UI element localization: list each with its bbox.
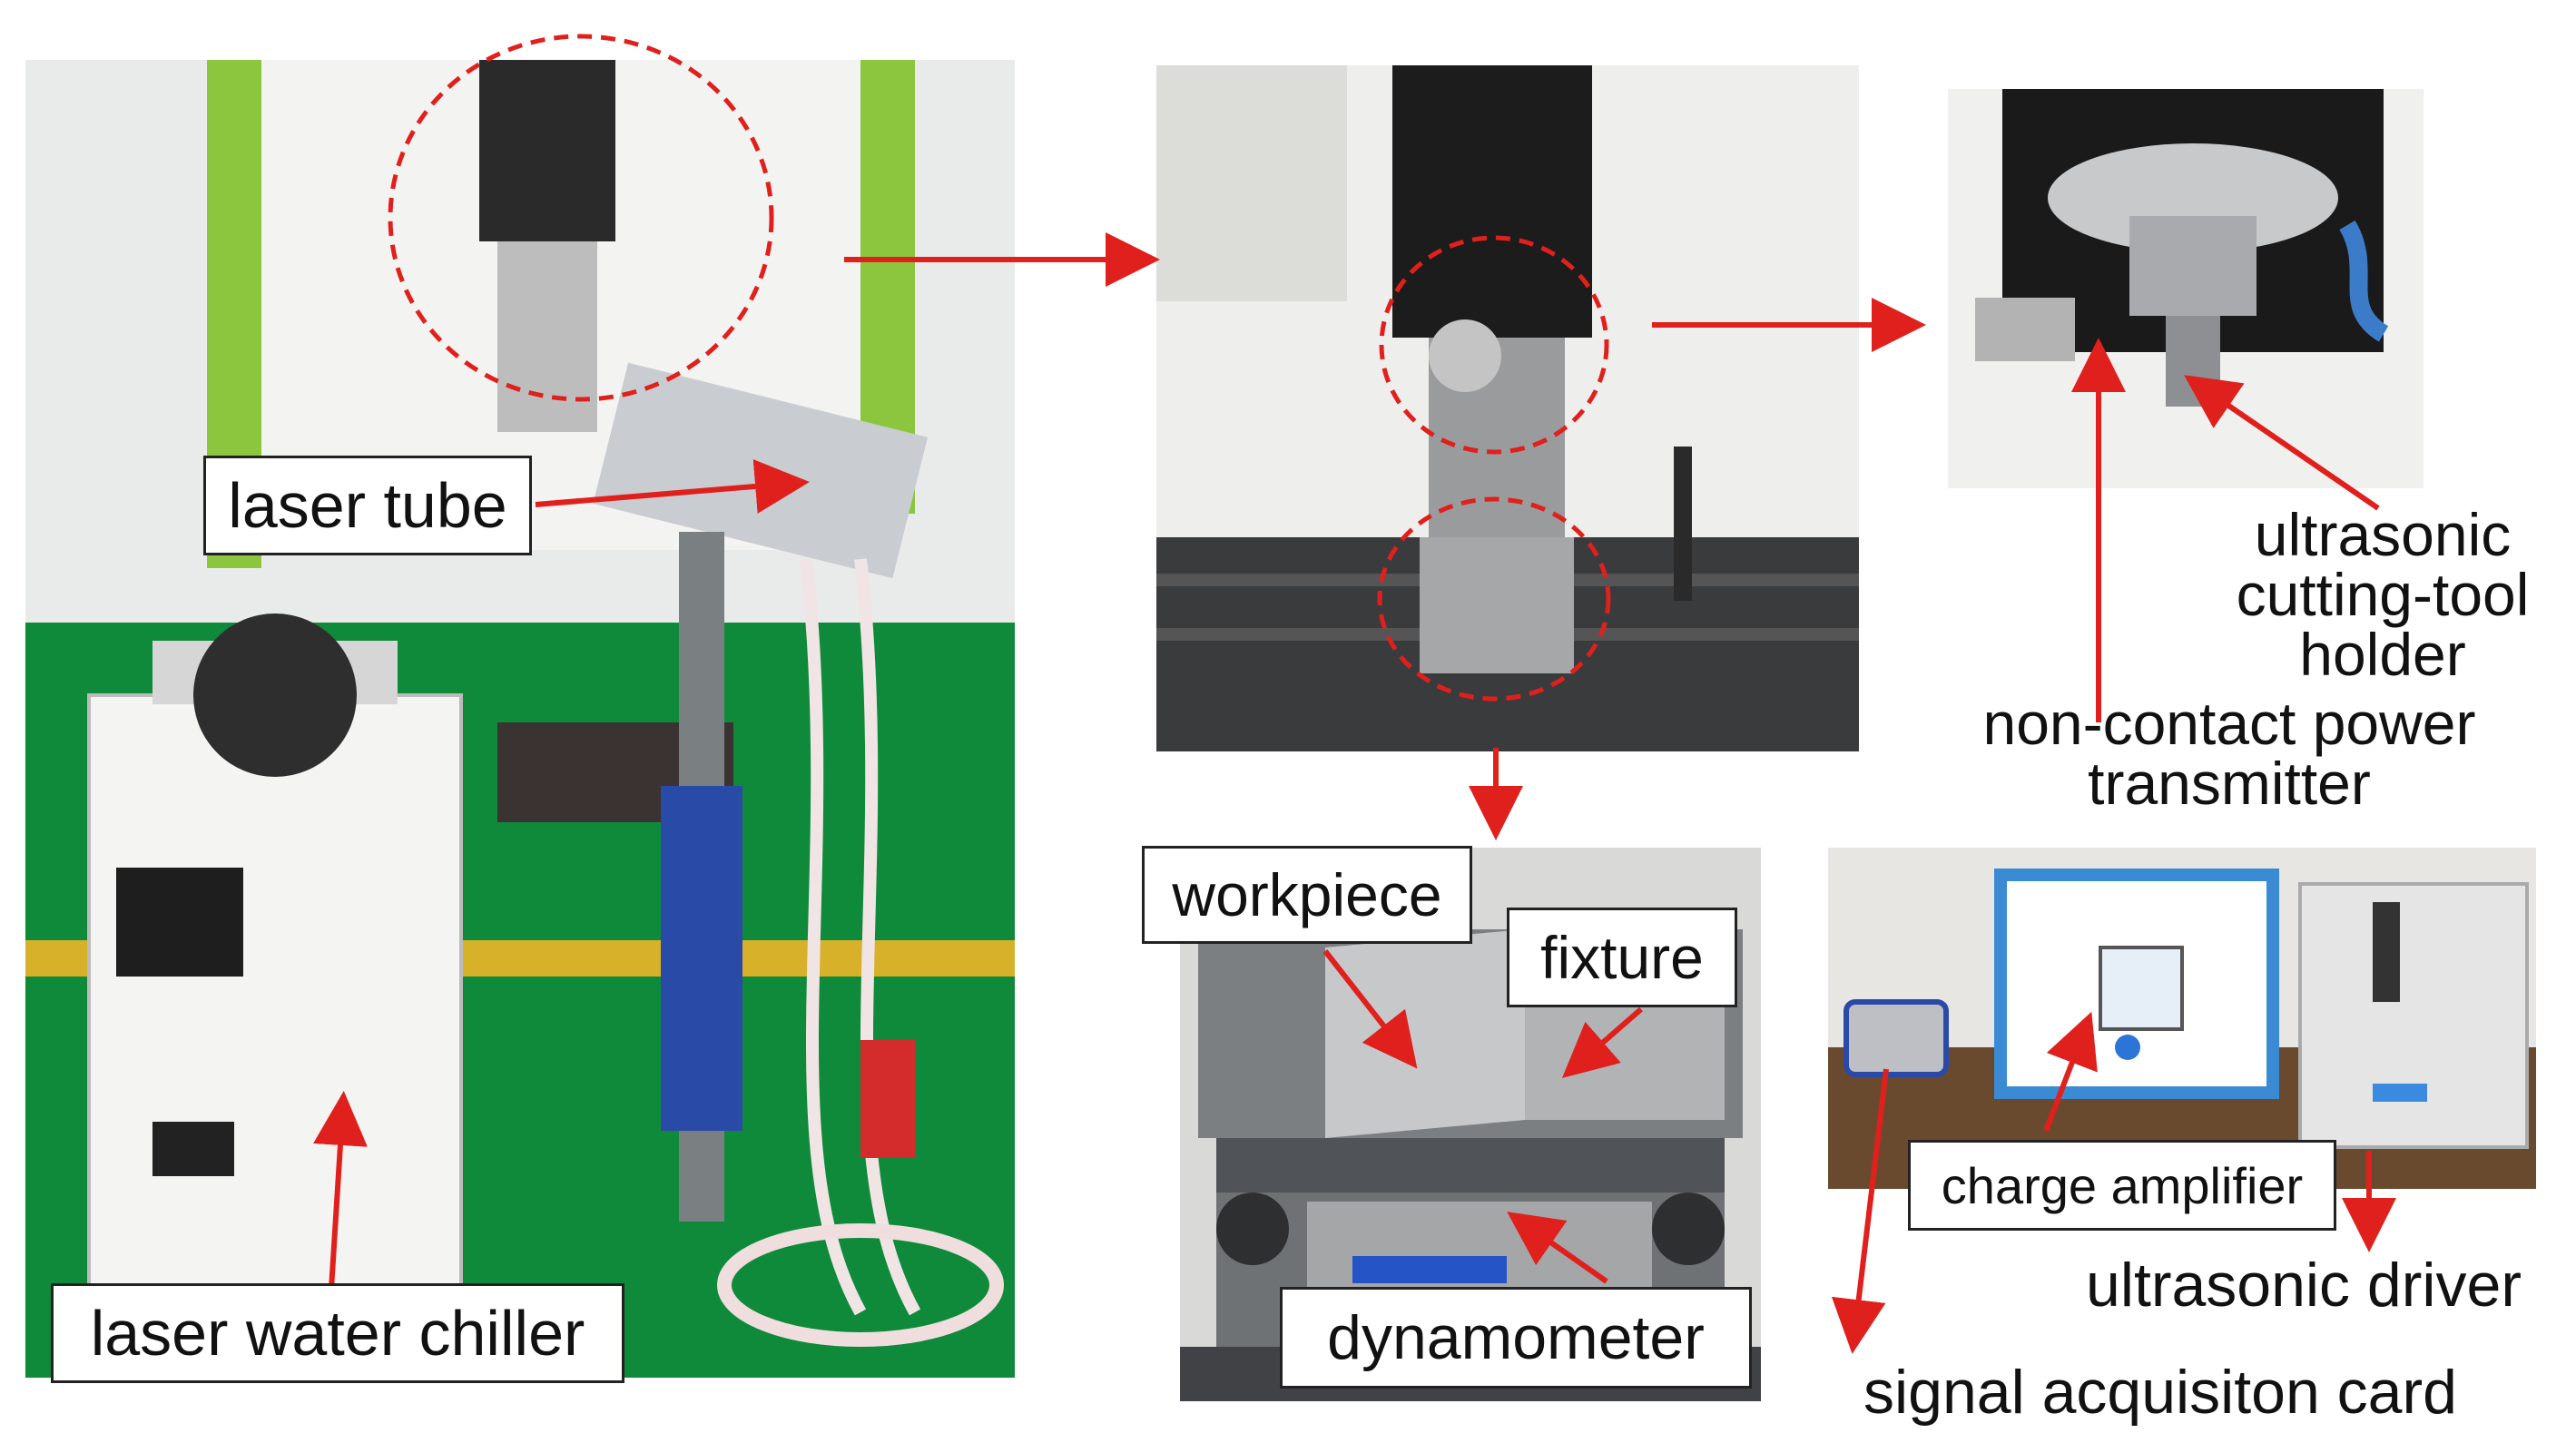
photo-amplifier-driver [1828,848,2536,1189]
label-charge-amplifier: charge amplifier [1908,1140,2336,1231]
label-laser-water-chiller: laser water chiller [51,1283,624,1383]
photo-machine-tool [1156,65,1859,751]
label-power-transmitter-line-2: transmitter [2088,750,2371,817]
label-power-transmitter-line-1: non-contact power [1982,690,2476,757]
label-power-transmitter: non-contact power transmitter [1921,693,2538,813]
label-dynamometer: dynamometer [1280,1287,1752,1389]
label-ultrasonic-driver: ultrasonic driver [2086,1251,2522,1320]
label-ultrasonic-tool-holder: ultrasonic cutting-tool holder [2197,505,2569,684]
label-fixture: fixture [1507,908,1737,1007]
label-workpiece: workpiece [1142,846,1472,944]
photo-lab-setup [25,60,1015,1378]
label-signal-acquisition-card: signal acquisiton card [1863,1358,2457,1427]
photo-tool-holder [1948,89,2424,488]
label-tool-holder-line-1: ultrasonic [2254,501,2512,568]
label-tool-holder-line-2: cutting-tool [2236,561,2530,628]
label-tool-holder-line-3: holder [2299,621,2466,688]
label-laser-tube: laser tube [203,456,532,555]
